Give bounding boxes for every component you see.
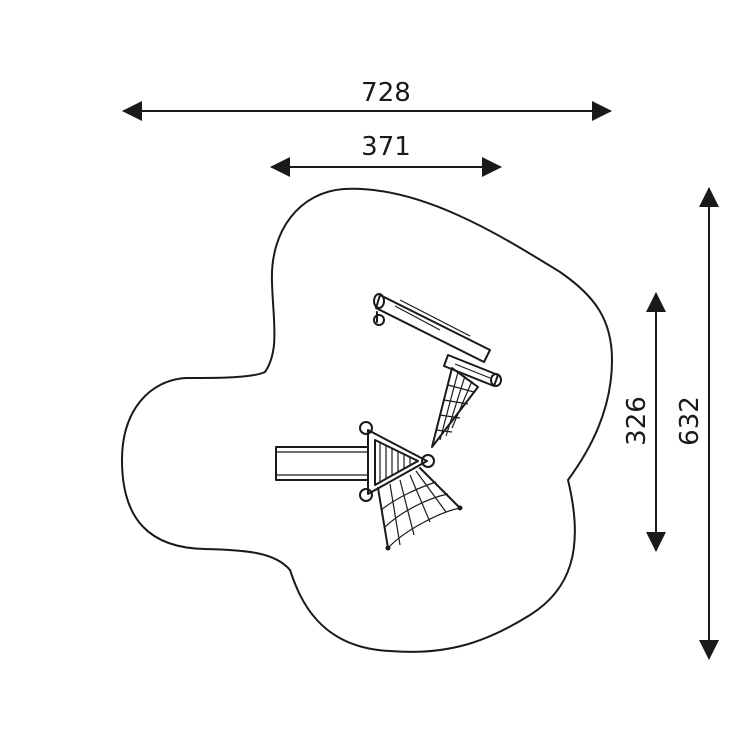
rope-net-upper (431, 367, 479, 448)
width-728-label: 728 (361, 78, 411, 108)
height-326-label: 326 (622, 396, 652, 446)
safety-zone-outline (121, 187, 613, 653)
play-structure (275, 293, 502, 551)
rope-net-lower (377, 467, 463, 551)
triangular-platform (359, 421, 435, 502)
lower-log-beam (443, 354, 502, 387)
upper-log-beam (373, 293, 491, 363)
slide (275, 446, 369, 481)
height-632-label: 632 (675, 396, 705, 446)
width-371-label: 371 (361, 132, 411, 162)
